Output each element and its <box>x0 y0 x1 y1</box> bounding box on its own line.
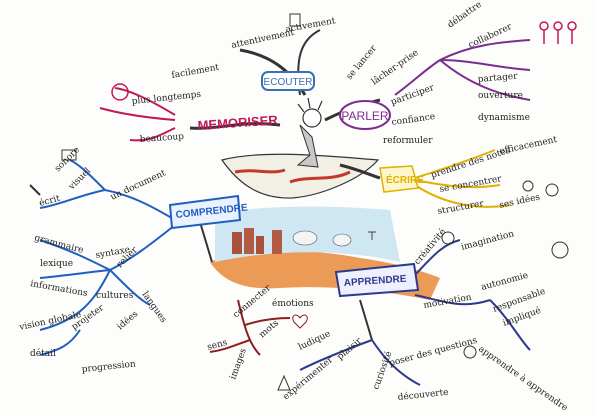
label-structurer: structurer <box>437 199 485 217</box>
label-progression: progression <box>81 359 136 375</box>
lightbulb-icon <box>545 183 559 197</box>
label-detail: détail <box>30 348 56 359</box>
branch-memoriser: MEMORISER facilement plus longtemps beau… <box>99 63 281 145</box>
node-ecouter-label: ECOUTER <box>264 77 313 88</box>
label-langues: langues <box>140 290 169 325</box>
label-dynamisme: dynamisme <box>478 113 530 123</box>
label-collaborer: collaborer <box>467 22 514 51</box>
label-confiance: confiance <box>391 112 436 128</box>
clock-icon <box>111 83 129 101</box>
label-curiosite: curiosité <box>370 350 394 391</box>
label-ecrit: écrit <box>38 193 62 209</box>
ear-icon <box>289 13 301 27</box>
label-ludique: ludique <box>297 329 332 353</box>
label-images: images <box>228 347 249 381</box>
label-apprendre-a-apprendre: apprendre à apprendre <box>476 343 570 413</box>
label-visuel: visuel <box>66 166 93 193</box>
label-se-concentrer: se concentrer <box>439 174 503 195</box>
label-lexique: lexique <box>40 259 73 269</box>
pencil-icon <box>29 184 41 196</box>
node-memoriser-label: MEMORISER <box>197 112 279 133</box>
label-autonomie: autonomie <box>480 271 529 293</box>
label-beaucoup: beaucoup <box>140 132 185 145</box>
label-debattre: débattre <box>445 0 483 30</box>
label-vision-globale: vision globale <box>18 310 83 333</box>
branch-center: connecter émotions mots sens images <box>206 283 314 381</box>
node-parler-label: PARLER <box>341 109 388 123</box>
branch-ecouter: ECOUTER attentivement activement <box>231 13 337 96</box>
branch-parler: PARLER se lancer lâcher-prise participer… <box>324 0 577 146</box>
heart-icon <box>292 314 308 329</box>
label-partager: partager <box>477 71 518 84</box>
node-apprendre-label: APPRENDRE <box>343 274 407 289</box>
label-efficacement: efficacement <box>499 135 559 157</box>
label-ouverture: ouverture <box>478 91 523 101</box>
question-mark-icon <box>463 345 477 359</box>
label-creativite: créativité <box>412 227 448 267</box>
label-participer: participer <box>390 83 437 108</box>
label-decouverte: découverte <box>397 387 449 403</box>
label-facilement: facilement <box>171 63 220 81</box>
smiley-face-icon <box>551 241 569 259</box>
node-ecrire-label: ÉCRIRE <box>386 173 424 186</box>
label-emotions: émotions <box>272 298 314 309</box>
label-plus-longtemps: plus longtemps <box>131 90 202 107</box>
landscape-illustration <box>210 206 440 300</box>
branch-ecrire: ÉCRIRE prendre des notes efficacement se… <box>339 135 559 217</box>
label-experimenter: expérimenter <box>281 354 336 402</box>
speech-bubble-icon <box>61 149 77 161</box>
label-poser-des-questions: poser des questions <box>388 336 479 369</box>
label-cultures: cultures <box>96 291 134 301</box>
flying-carpet-figure <box>221 97 380 199</box>
label-un-document: un document <box>109 168 168 202</box>
label-ses-idees: ses idées <box>498 192 541 211</box>
label-informations: informations <box>29 279 88 299</box>
people-icon <box>539 21 577 44</box>
label-idees: idées <box>115 308 141 332</box>
flask-icon <box>277 374 291 391</box>
label-reformuler: reformuler <box>383 136 433 146</box>
label-imagination: imagination <box>460 229 515 253</box>
bulb-idea-icon <box>441 231 455 245</box>
label-grammaire: grammaire <box>33 233 84 256</box>
label-plaisir: plaisir <box>336 336 365 363</box>
target-icon <box>522 180 534 192</box>
